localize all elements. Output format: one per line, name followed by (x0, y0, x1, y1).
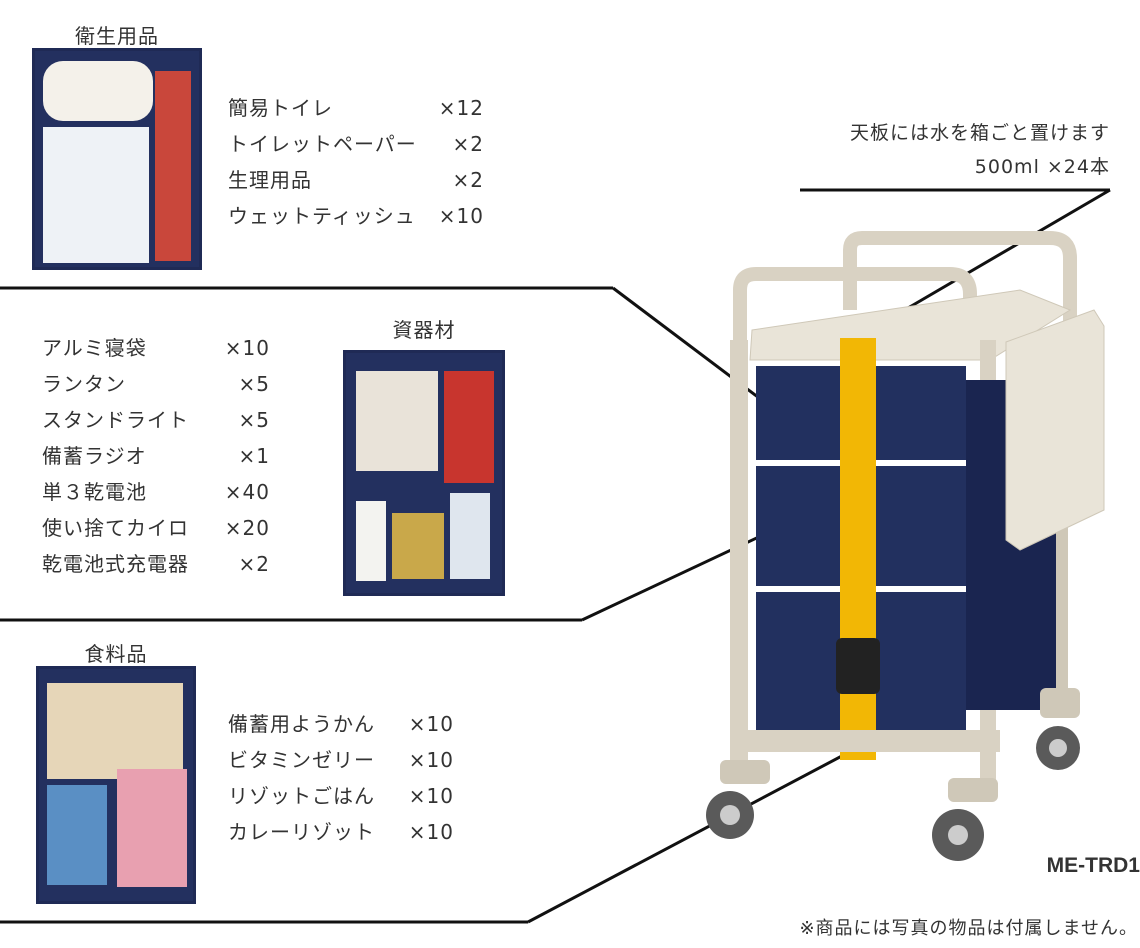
equipment-tray-image (343, 350, 505, 596)
list-item: 使い捨てカイロ×20 (42, 516, 270, 540)
top-note: 天板には水を箱ごと置けます 500ml ×24本 (760, 116, 1110, 184)
food-tray-image (36, 666, 196, 904)
model-number: ME-TRD1 (1046, 854, 1140, 877)
list-item: スタンドライト×5 (42, 408, 270, 432)
list-item: 備蓄ラジオ×1 (42, 444, 270, 468)
hygiene-title: 衛生用品 (75, 24, 159, 48)
hygiene-tray-image (32, 48, 202, 270)
hygiene-list: 簡易トイレ×12 トイレットペーパー×2 生理用品×2 ウェットティッシュ×10 (228, 90, 484, 234)
list-item: ウェットティッシュ×10 (228, 204, 484, 228)
list-item: リゾットごはん×10 (228, 784, 454, 808)
food-title: 食料品 (84, 642, 148, 666)
list-item: ビタミンゼリー×10 (228, 748, 454, 772)
list-item: ランタン×5 (42, 372, 270, 396)
list-item: アルミ寝袋×10 (42, 336, 270, 360)
list-item: カレーリゾット×10 (228, 820, 454, 844)
list-item: 乾電池式充電器×2 (42, 552, 270, 576)
equipment-title: 資器材 (392, 318, 456, 342)
list-item: 単３乾電池×40 (42, 480, 270, 504)
top-note-line2: 500ml ×24本 (974, 156, 1110, 178)
cart-image (706, 231, 1105, 861)
list-item: 生理用品×2 (228, 168, 484, 192)
list-item: 簡易トイレ×12 (228, 96, 484, 120)
top-note-line1: 天板には水を箱ごと置けます (849, 122, 1110, 144)
list-item: トイレットペーパー×2 (228, 132, 484, 156)
list-item: 備蓄用ようかん×10 (228, 712, 454, 736)
food-list: 備蓄用ようかん×10 ビタミンゼリー×10 リゾットごはん×10 カレーリゾット… (228, 706, 454, 850)
equipment-list: アルミ寝袋×10 ランタン×5 スタンドライト×5 備蓄ラジオ×1 単３乾電池×… (42, 330, 270, 582)
disclaimer: ※商品には写真の物品は付属しません。 (799, 918, 1138, 939)
